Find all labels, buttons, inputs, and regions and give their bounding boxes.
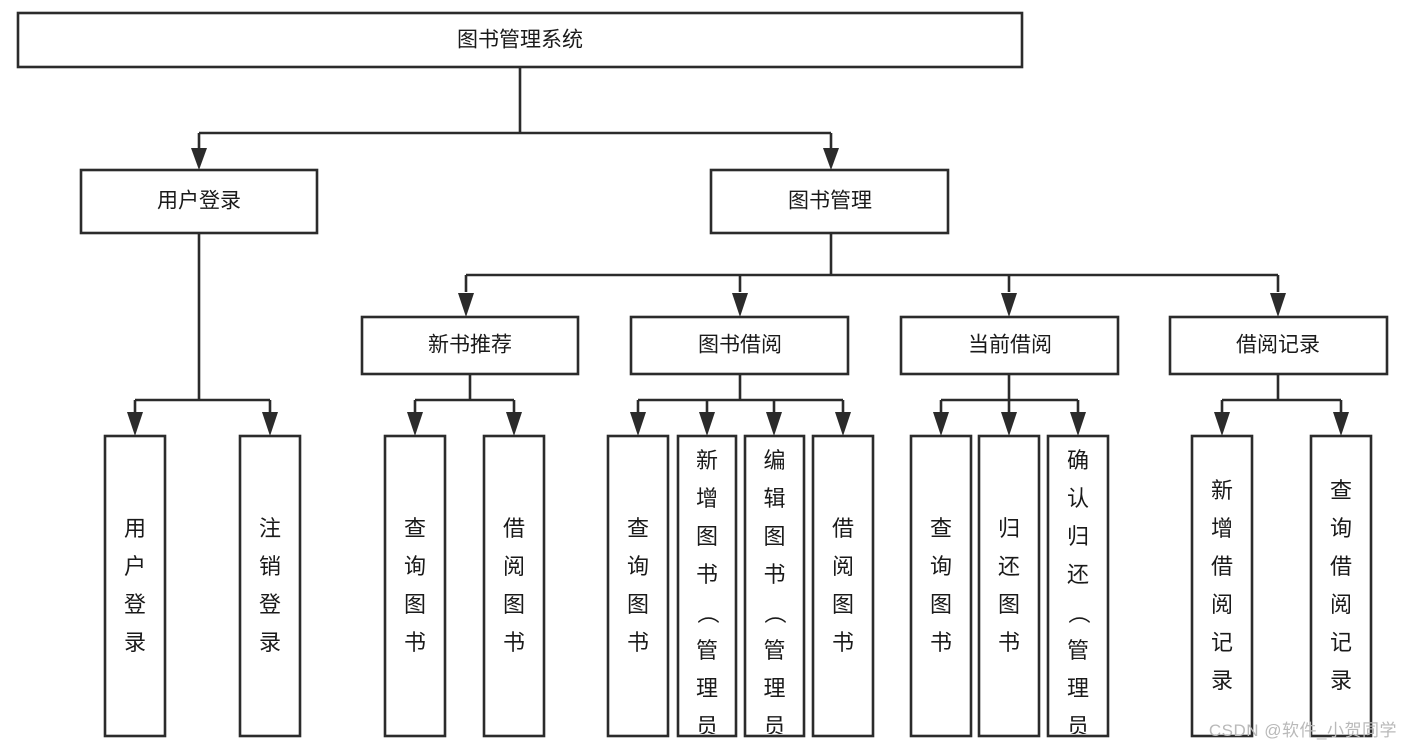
leaf-box-borrow-book-2[interactable] (811, 434, 875, 738)
leaf-box-query-book-1[interactable] (383, 434, 447, 738)
node-book-borrow-label: 图书借阅 (698, 334, 782, 357)
node-new-book-recommend[interactable]: 新书推荐 (360, 315, 580, 376)
leaf-box-query-book-3[interactable] (909, 434, 973, 738)
node-current-borrow[interactable]: 当前借阅 (899, 315, 1120, 376)
node-book-management[interactable]: 图书管理 (709, 168, 950, 235)
arrow-head-leaf-add-book (699, 412, 715, 436)
arrow-head-leaf-query-record (1333, 412, 1349, 436)
arrow-head-leaf-confirm-return (1070, 412, 1086, 436)
leaf-box-edit-book[interactable] (743, 434, 806, 738)
arrow-head-leaf-query-book-1 (407, 412, 423, 436)
leaf-box-add-record[interactable] (1190, 434, 1254, 738)
node-current-borrow-label: 当前借阅 (968, 334, 1052, 357)
arrow-head-leaf-logout (262, 412, 278, 436)
node-root-box[interactable] (16, 11, 1024, 69)
leaf-box-return-book[interactable] (977, 434, 1041, 738)
node-root-label: 图书管理系统 (457, 29, 583, 52)
arrow-head-leaf-borrow-book-2 (835, 412, 851, 436)
arrow-head-user-login (191, 148, 207, 170)
leaf-box-user-login[interactable] (103, 434, 167, 738)
leaf-nodes-layer (103, 434, 1373, 738)
node-book-management-box[interactable] (709, 168, 950, 235)
node-borrow-record-box[interactable] (1168, 315, 1389, 376)
node-user-login[interactable]: 用户登录 (79, 168, 319, 235)
node-book-borrow[interactable]: 图书借阅 (629, 315, 850, 376)
node-user-login-label: 用户登录 (157, 190, 241, 213)
leaf-box-logout[interactable] (238, 434, 302, 738)
connectors-layer (127, 67, 1349, 436)
arrow-head-leaf-edit-book (766, 412, 782, 436)
leaf-box-borrow-book-1[interactable] (482, 434, 546, 738)
arrow-head-book-management (823, 148, 839, 170)
node-root-book-management-system[interactable]: 图书管理系统 (16, 11, 1024, 69)
arrow-head-leaf-borrow-book-1 (506, 412, 522, 436)
node-user-login-box[interactable] (79, 168, 319, 235)
node-new-book-recommend-label: 新书推荐 (428, 334, 512, 357)
arrow-head-leaf-add-record (1214, 412, 1230, 436)
arrow-head-leaf-query-book-3 (933, 412, 949, 436)
arrow-head-leaf-user-login (127, 412, 143, 436)
arrow-head-current-borrow (1001, 293, 1017, 317)
node-borrow-record[interactable]: 借阅记录 (1168, 315, 1389, 376)
arrow-head-new-book-recommend (458, 293, 474, 317)
node-new-book-recommend-box[interactable] (360, 315, 580, 376)
arrow-head-borrow-record (1270, 293, 1286, 317)
node-current-borrow-box[interactable] (899, 315, 1120, 376)
arrow-head-book-borrow (732, 293, 748, 317)
leaf-box-add-book[interactable] (676, 434, 738, 738)
node-book-management-label: 图书管理 (788, 190, 872, 213)
node-borrow-record-label: 借阅记录 (1236, 334, 1320, 357)
node-book-borrow-box[interactable] (629, 315, 850, 376)
leaf-box-query-record[interactable] (1309, 434, 1373, 738)
arrow-head-leaf-return-book (1001, 412, 1017, 436)
arrow-head-leaf-query-book-2 (630, 412, 646, 436)
leaf-box-confirm-return[interactable] (1046, 434, 1110, 738)
leaf-box-query-book-2[interactable] (606, 434, 670, 738)
